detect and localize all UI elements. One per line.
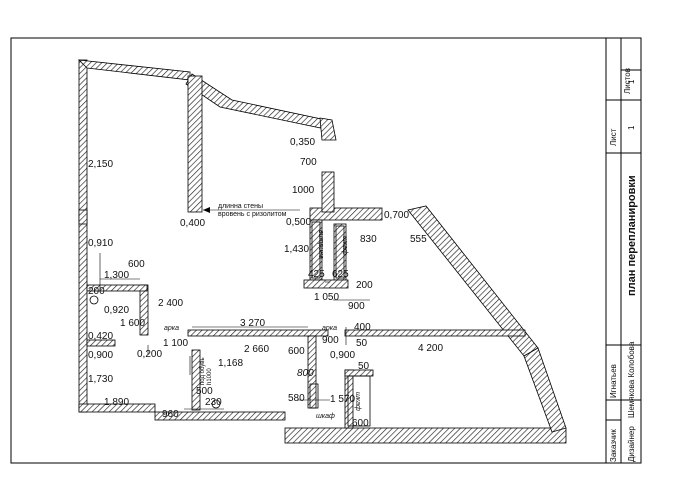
wall-right-upper: [319, 117, 337, 141]
wall-bath-top: [86, 284, 148, 292]
dim-0500: 0,500: [286, 217, 311, 228]
dim-830: 830: [360, 234, 377, 245]
dim-230: 230: [205, 397, 222, 408]
plan-labels: длинна стены вровень с ризолитом арка ар…: [164, 203, 361, 420]
dim-0420: 0,420: [88, 331, 113, 342]
dim-1430: 1,430: [284, 244, 309, 255]
wall-bottom-right: [284, 427, 567, 444]
interior-walls: [78, 75, 526, 429]
label-shkaf-right: шкаф: [354, 392, 361, 411]
dim-0920: 0,920: [104, 305, 129, 316]
label-vitrine: витрина: [317, 230, 324, 259]
label-shoe-storage-height: h1000: [207, 368, 213, 385]
wall-upper-partition: [309, 207, 383, 221]
stamp-customer-label: Заказчик: [609, 429, 618, 462]
dim-0910: 0,910: [88, 238, 113, 249]
wall-mid-horizontal: [303, 279, 349, 289]
stamp-sheets-value: 1: [627, 79, 636, 84]
label-arch-left: арка: [164, 325, 179, 332]
dim-50-b: 50: [358, 361, 370, 372]
label-arch-right: арка: [322, 325, 337, 332]
dimension-texts: 2,150 0,910 600 200 1,300 0,920 1 600 0,…: [88, 137, 443, 429]
dim-1050: 1 050: [314, 292, 339, 303]
dim-700: 700: [300, 157, 317, 168]
outer-walls: [77, 59, 567, 444]
dim-4200: 4 200: [418, 343, 443, 354]
dim-1890: 1 890: [104, 397, 129, 408]
label-wall-note-line2: вровень с ризолитом: [218, 211, 287, 218]
dim-0350: 0,350: [290, 137, 315, 148]
dim-2660: 2 660: [244, 344, 269, 355]
wall-shoe-cabinet: [191, 349, 201, 411]
dim-0900-b: 0,900: [330, 350, 355, 361]
stamp-designer-label: Дизайнер: [627, 426, 636, 462]
dimension-lines: [99, 209, 370, 410]
wall-corridor-right: [344, 329, 526, 337]
stamp-sheet-label: Лист: [609, 128, 618, 146]
dim-800: 800: [297, 368, 314, 379]
label-wall-note-line1: длинна стены: [218, 203, 263, 210]
dim-960: 960: [162, 409, 179, 420]
dim-50-a: 50: [356, 338, 368, 349]
dim-625: 625: [332, 269, 349, 280]
wall-corridor: [187, 329, 329, 337]
stamp-title: план перепланировки: [626, 175, 638, 296]
wall-bottom-mid: [154, 411, 286, 421]
dim-2150: 2,150: [88, 159, 113, 170]
dim-900-b: 900: [322, 335, 339, 346]
stamp-sheet-value: 1: [627, 125, 636, 130]
dim-580: 580: [288, 393, 305, 404]
wall-top-left: [77, 59, 191, 81]
dim-2400: 2 400: [158, 298, 183, 309]
cabinet-outlines: [89, 221, 371, 427]
dim-500: 500: [196, 386, 213, 397]
wall-left: [78, 59, 88, 413]
dim-425: 425: [308, 269, 325, 280]
wall-top-diagonal: [185, 73, 331, 131]
dim-0900-a: 0,900: [88, 350, 113, 361]
label-shoe-storage: под обувь: [200, 357, 206, 385]
dim-200-b: 200: [356, 280, 373, 291]
arrow-marker: [203, 207, 210, 213]
wall-central-vertical: [187, 75, 203, 213]
wall-stub-upper: [321, 171, 335, 213]
dim-200-a: 200: [88, 286, 105, 297]
dim-0200: 0,200: [137, 349, 162, 360]
stamp-designer-value: Шемякова Колобова: [627, 341, 636, 418]
dim-1100: 1 100: [163, 338, 188, 349]
dim-1168: 1,168: [218, 358, 243, 369]
dim-0700: 0,700: [384, 210, 409, 221]
wall-right-lower: [523, 347, 567, 433]
dim-3270: 3 270: [240, 318, 265, 329]
dim-600-c: 600: [352, 418, 369, 429]
dim-1300: 1,300: [104, 270, 129, 281]
dim-0400: 0,400: [180, 218, 205, 229]
title-block: [605, 37, 642, 464]
dim-1600: 1 600: [120, 318, 145, 329]
label-shkaf-lower: шкаф: [316, 413, 335, 420]
dim-1730: 1,730: [88, 374, 113, 385]
stamp-customer-value: Игнатьев: [609, 364, 618, 398]
wall-bottom-left: [78, 403, 156, 413]
dim-555: 555: [410, 234, 427, 245]
dim-600-b: 600: [288, 346, 305, 357]
wall-hall-bottom: [86, 339, 116, 347]
stamp-sheets-label: Листов: [623, 68, 632, 94]
wall-short-left: [78, 209, 88, 225]
dim-400: 400: [354, 322, 371, 333]
dim-900-a: 900: [348, 301, 365, 312]
dim-600-a: 600: [128, 259, 145, 270]
dim-1570: 1 570: [330, 394, 355, 405]
label-shkaf-upper: шкаф: [341, 236, 348, 255]
title-block-text: Листов Лист 1 1 план перепланировки Зака…: [609, 68, 638, 462]
dim-1000: 1000: [292, 185, 315, 196]
